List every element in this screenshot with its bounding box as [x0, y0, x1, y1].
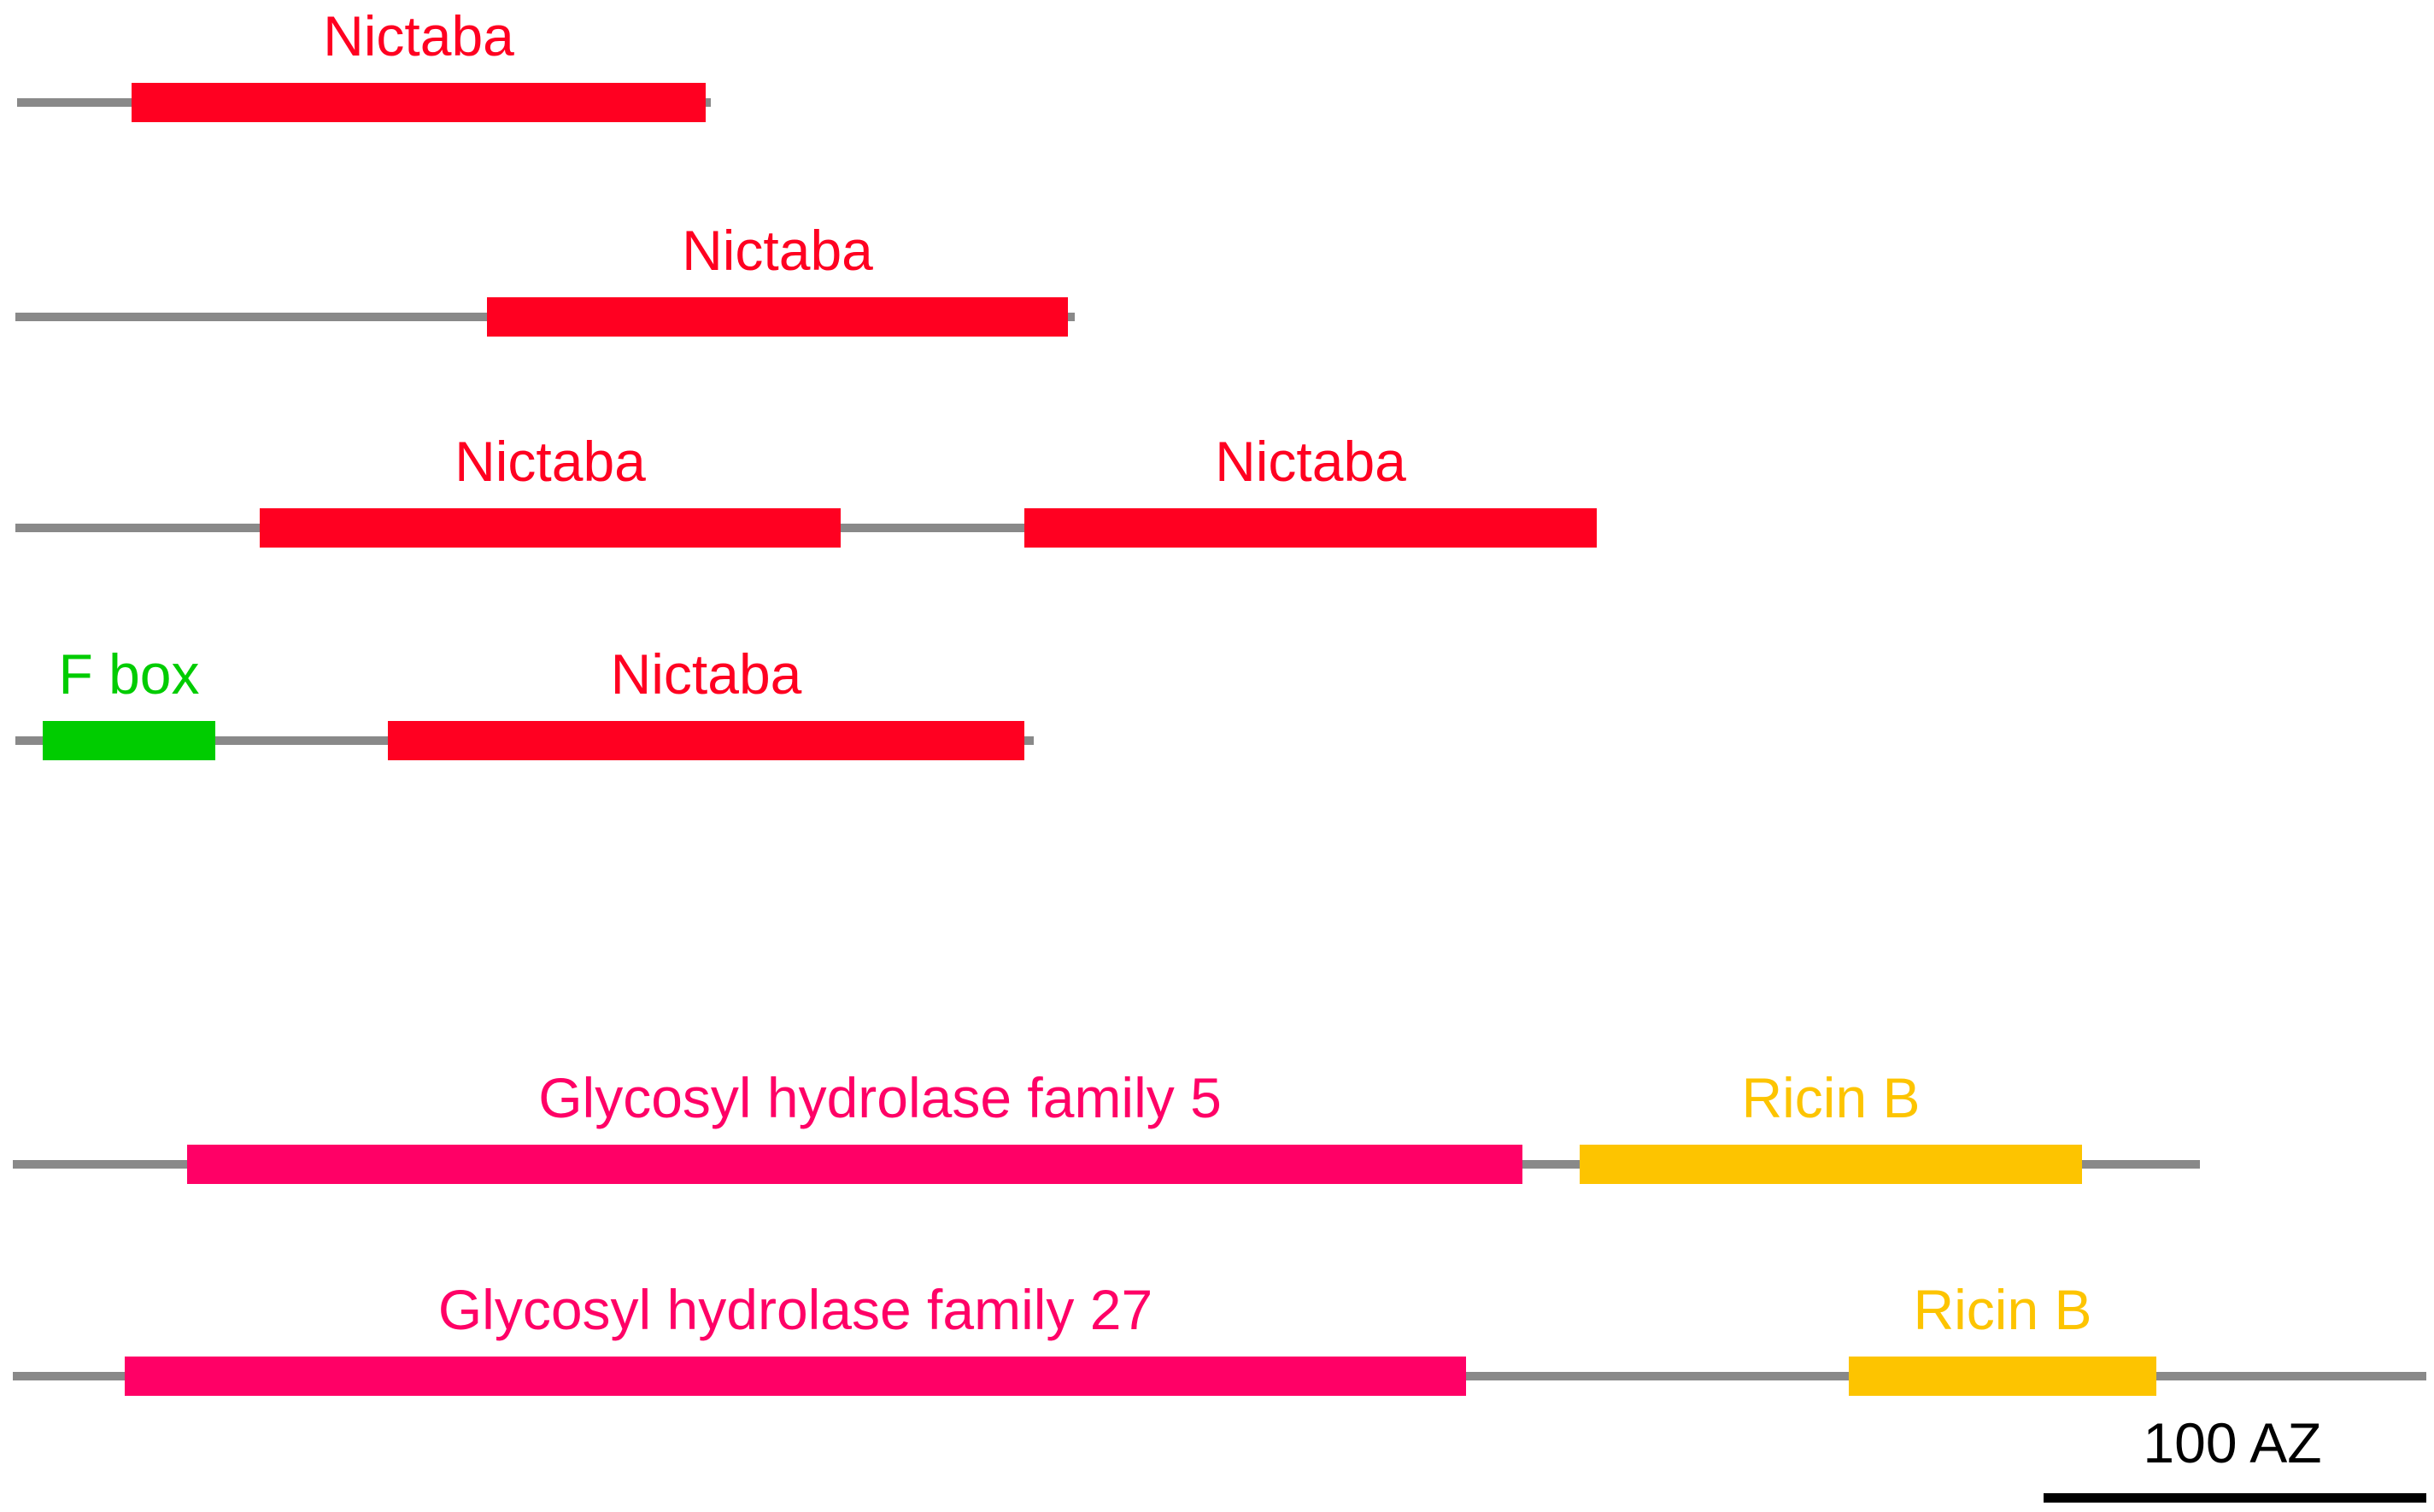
domain-label-glycosyl-hydrolase-family-27: Glycosyl hydrolase family 27 — [437, 1278, 1153, 1341]
domain-label-nictaba: Nictaba — [1215, 430, 1406, 493]
domain-box-nictaba — [1024, 508, 1597, 548]
domain-label-nictaba: Nictaba — [682, 219, 873, 282]
domain-label-nictaba: Nictaba — [323, 4, 514, 67]
domain-label-ricin-b: Ricin B — [1913, 1278, 2092, 1341]
domain-box-nictaba — [388, 721, 1024, 760]
domain-box-ricin-b — [1849, 1357, 2156, 1396]
domain-label-nictaba: Nictaba — [455, 430, 646, 493]
scale-bar — [2044, 1493, 2426, 1503]
domain-box-f-box — [43, 721, 215, 760]
domain-box-nictaba — [132, 83, 706, 122]
domain-box-glycosyl-hydrolase-family-5 — [187, 1145, 1522, 1184]
domain-label-nictaba: Nictaba — [610, 642, 802, 706]
scale-bar-label: 100 AZ — [2143, 1411, 2322, 1474]
domain-label-ricin-b: Ricin B — [1741, 1066, 1921, 1129]
domain-label-glycosyl-hydrolase-family-5: Glycosyl hydrolase family 5 — [538, 1066, 1222, 1129]
domain-box-nictaba — [260, 508, 841, 548]
domain-box-nictaba — [487, 297, 1068, 337]
domain-box-glycosyl-hydrolase-family-27 — [125, 1357, 1466, 1396]
domain-box-ricin-b — [1580, 1145, 2082, 1184]
domain-label-f-box: F box — [58, 642, 200, 706]
